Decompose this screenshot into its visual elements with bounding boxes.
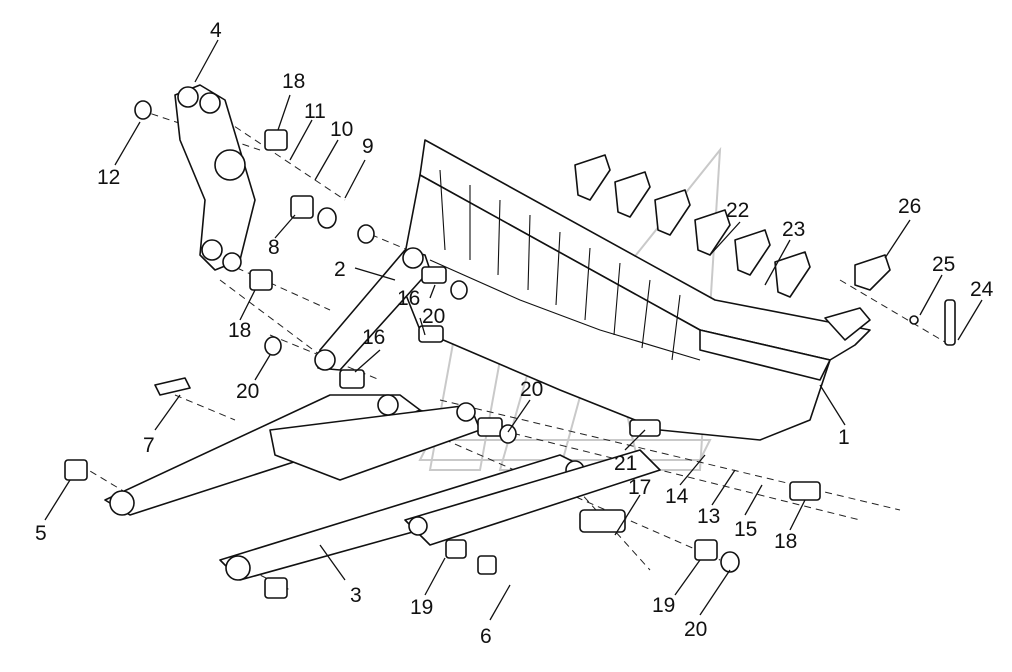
label-25: 25 [932,253,955,276]
label-19a: 19 [410,596,433,619]
label-5: 5 [35,522,47,545]
label-19b: 19 [652,594,675,617]
label-24: 24 [970,278,994,301]
label-1: 1 [838,426,850,449]
label-20a: 20 [422,305,445,328]
label-18a: 18 [282,70,305,93]
label-20c: 20 [520,378,543,401]
label-23: 23 [782,218,805,241]
label-20d: 20 [684,618,707,641]
label-18b: 18 [228,319,251,342]
label-3: 3 [350,584,362,607]
label-13: 13 [697,505,720,528]
label-17: 17 [628,476,651,499]
label-15: 15 [734,518,757,541]
label-20b: 20 [236,380,259,403]
bucket-part-1 [399,139,871,441]
leader-lines [44,39,983,621]
label-6: 6 [480,625,492,648]
label-4: 4 [210,19,222,42]
label-21: 21 [614,452,637,475]
label-18c: 18 [774,530,797,553]
link-part-4 [174,84,256,272]
label-14: 14 [665,485,689,508]
bucket-teeth [574,154,891,341]
label-26: 26 [898,195,921,218]
link-part-2 [314,247,431,371]
label-11: 11 [304,100,326,123]
lift-arm-part-3 [104,394,661,581]
label-7: 7 [143,434,155,457]
callout-labels: 1 2 3 4 5 6 7 8 9 10 11 12 13 14 15 16 1… [35,19,994,648]
label-12: 12 [97,166,120,189]
bushings-and-pins [64,100,956,599]
label-22: 22 [726,199,749,222]
label-10: 10 [330,118,353,141]
label-16b: 16 [362,326,385,349]
label-2: 2 [334,258,346,281]
label-8: 8 [268,236,280,259]
label-16a: 16 [397,287,420,310]
label-9: 9 [362,135,374,158]
